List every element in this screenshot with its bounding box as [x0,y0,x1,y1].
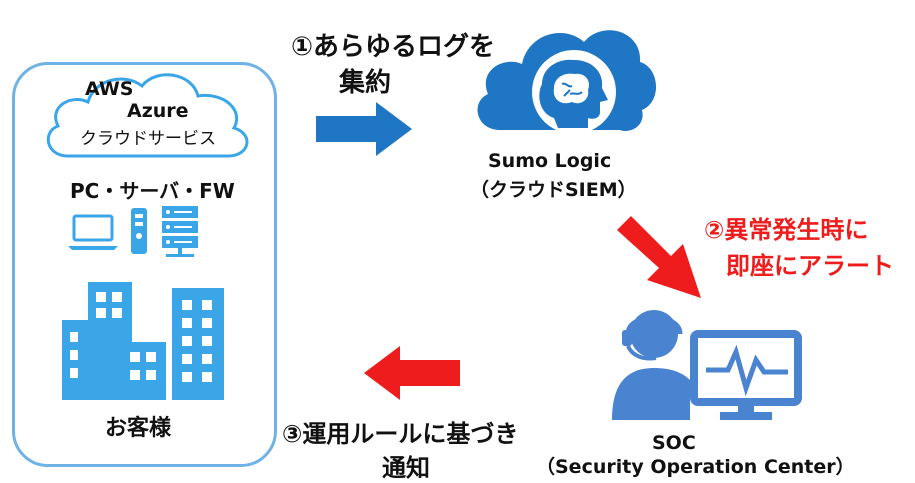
step3-line2: 通知 [382,454,430,482]
cloud-services-label: クラウドサービス [80,129,216,149]
cloud-aws-label: AWS [85,78,134,100]
step1-line2: 集約 [339,68,392,98]
cloud-brain-icon [477,30,657,134]
arrow-down-right-icon [617,216,701,298]
arrow-left-icon [364,346,460,400]
customer-label: お客様 [105,416,172,441]
step2-line2: 即座にアラート [726,252,894,280]
soc-name: SOC [652,432,696,454]
cloud-outline-icon [46,73,249,158]
remote-icon [131,208,147,254]
laptop-icon [68,214,118,250]
devices-label: PC・サーバ・FW [70,179,235,203]
step1-line1: ①あらゆるログを [291,32,496,62]
step2-line1: ②異常発生時に [704,216,869,244]
arrow-right-icon [316,102,412,156]
server-rack-icon [162,206,198,257]
siem-name: Sumo Logic [488,150,612,172]
step3-line1: ③運用ルールに基づき [282,420,519,448]
cloud-azure-label: Azure [127,100,189,122]
buildings-icon [62,282,224,400]
soc-sub: （Security Operation Center） [536,456,855,478]
operator-monitor-icon [612,310,802,420]
siem-sub: （クラウドSIEM） [470,179,637,201]
